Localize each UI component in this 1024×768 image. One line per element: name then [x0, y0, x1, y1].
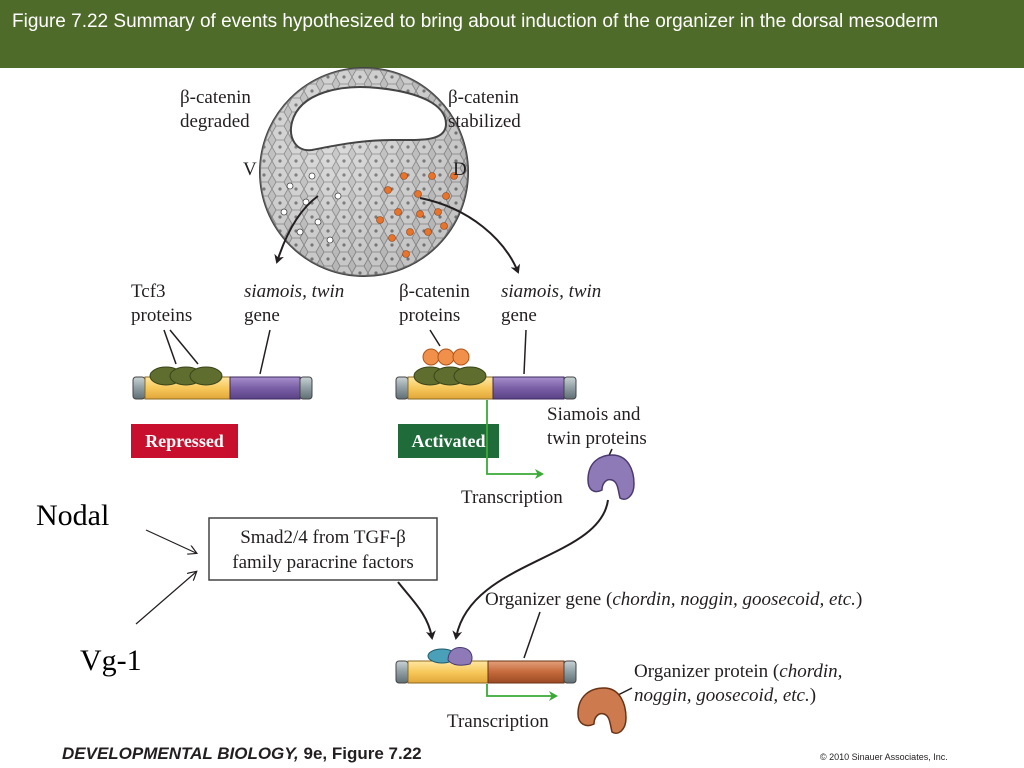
embryo-blastula	[259, 67, 469, 277]
stabilized-catenin-dots	[376, 172, 458, 258]
left-catenin-label: β-catenin	[180, 87, 251, 108]
transcription-label-2: Transcription	[447, 711, 549, 732]
siamois-protein-label1: Siamois and	[547, 404, 641, 425]
vg1-label: Vg-1	[80, 644, 142, 677]
organizer-protein-label2: noggin, goosecoid, etc.)	[634, 685, 816, 706]
left-gene-name: siamois, twin	[244, 281, 344, 302]
left-degraded-label: degraded	[180, 111, 250, 132]
organizer-protein-shape	[577, 687, 627, 734]
activated-label: Activated	[412, 431, 486, 451]
blastocoel	[290, 86, 448, 152]
right-gene-label: gene	[501, 305, 537, 326]
vg1-arrow	[135, 572, 196, 625]
arrow-to-left-panel	[274, 195, 319, 264]
tcf3-proteins-shape	[149, 366, 223, 386]
degraded-catenin-dots	[280, 172, 342, 244]
nodal-label: Nodal	[36, 499, 109, 532]
arrow-to-right-panel	[419, 197, 520, 274]
repressed-label: Repressed	[145, 431, 224, 451]
organizer-gene-label: Organizer gene (chordin, noggin, gooseco…	[485, 589, 862, 610]
ventral-label: V	[243, 159, 257, 180]
transcription-arrow-2	[486, 684, 558, 701]
catenin-proteins-label2: proteins	[399, 305, 460, 326]
tcf3-bound-shape	[413, 366, 487, 386]
footer-book-title: DEVELOPMENTAL BIOLOGY, 9e, Figure 7.22	[62, 744, 422, 763]
smad-siamois-complex	[427, 647, 473, 666]
smad-label2: family paracrine factors	[232, 552, 413, 573]
nodal-arrow	[145, 529, 196, 553]
tcf3-label: Tcf3	[131, 281, 166, 302]
smad-label1: Smad2/4 from TGF-β	[240, 527, 406, 548]
siamois-protein-shape	[587, 454, 635, 500]
catenin-proteins-shape	[422, 348, 470, 366]
smad-box	[208, 517, 438, 581]
organizer-protein-label1: Organizer protein (chordin,	[634, 661, 842, 682]
siamois-protein-label2: twin proteins	[547, 428, 647, 449]
smad-to-organizer-arrow	[397, 581, 436, 640]
footer-copyright: © 2010 Sinauer Associates, Inc.	[820, 752, 948, 762]
catenin-proteins-label1: β-catenin	[399, 281, 470, 302]
figure-title: Figure 7.22 Summary of events hypothesiz…	[0, 0, 1024, 68]
tcf3-proteins-label: proteins	[131, 305, 192, 326]
activated-badge	[398, 424, 499, 458]
repressed-badge	[131, 424, 238, 458]
transcription-label-1: Transcription	[461, 487, 563, 508]
dorsal-label: D	[453, 159, 467, 180]
organizer-dna-strand	[395, 660, 577, 684]
left-gene-label: gene	[244, 305, 280, 326]
right-catenin-label: β-catenin	[448, 87, 519, 108]
right-gene-name: siamois, twin	[501, 281, 601, 302]
right-stabilized-label: stabilized	[448, 111, 521, 132]
transcription-arrow-1	[486, 400, 544, 479]
siamois-to-organizer-arrow	[452, 499, 609, 640]
